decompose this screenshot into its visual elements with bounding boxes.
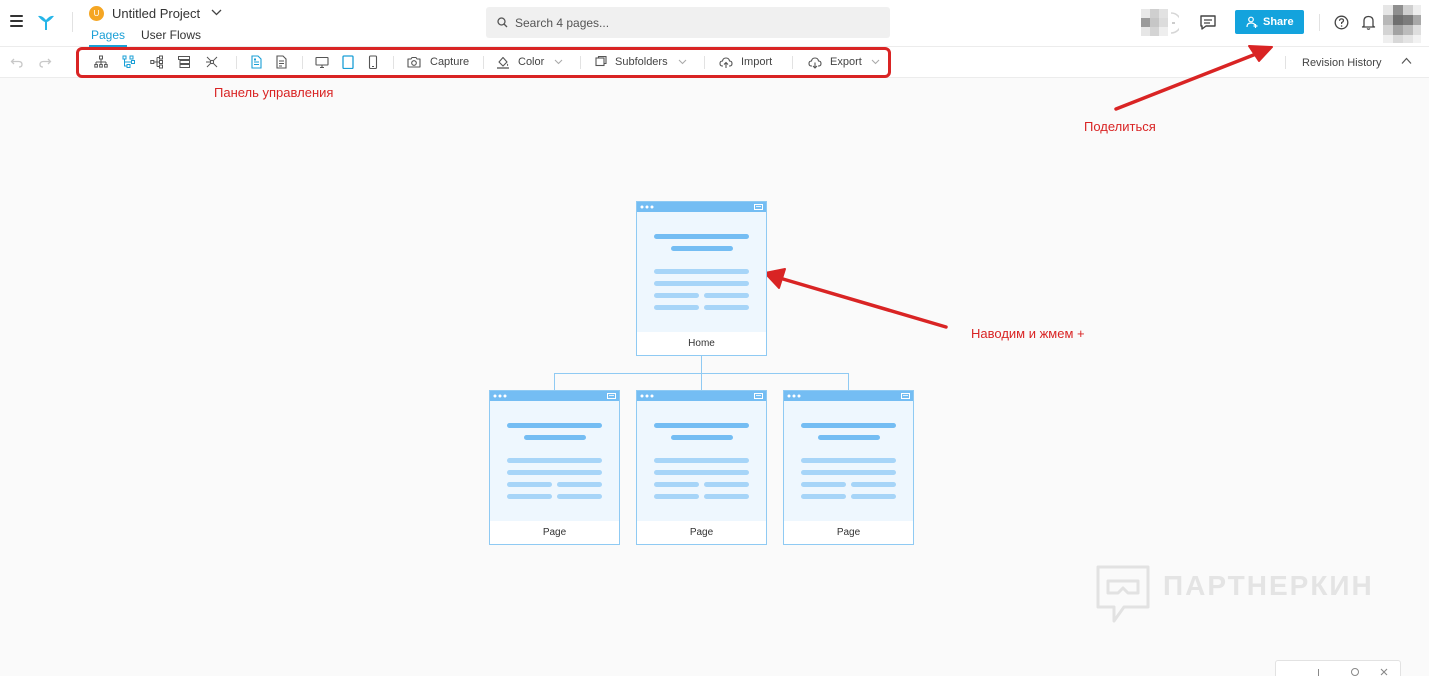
list-view-icon[interactable] [177, 55, 191, 69]
comment-icon[interactable] [754, 204, 763, 211]
search-icon [497, 17, 508, 28]
card-label[interactable]: Page [490, 521, 619, 544]
toolbar-divider [393, 56, 394, 69]
card-header [490, 391, 619, 401]
search-input[interactable] [515, 7, 885, 38]
mobile-view-icon[interactable] [366, 55, 380, 69]
card-label[interactable]: Home [637, 332, 766, 355]
cloud-upload-icon[interactable] [719, 55, 733, 69]
active-tab-indicator [89, 45, 127, 47]
card-thumbnail [637, 401, 766, 522]
undo-icon[interactable] [10, 55, 24, 69]
user-avatar[interactable] [1383, 5, 1421, 43]
comment-icon[interactable] [901, 393, 910, 400]
folders-icon[interactable] [594, 55, 608, 69]
collapse-chevron-up-icon[interactable] [1401, 57, 1412, 65]
revision-history-button[interactable]: Revision History [1302, 57, 1382, 69]
sitemap-card-page[interactable]: Page [783, 390, 914, 545]
menu-icon[interactable] [10, 15, 23, 27]
radial-map-icon[interactable] [205, 55, 219, 69]
zoom-in-icon[interactable] [1318, 669, 1319, 676]
redo-icon[interactable] [38, 55, 52, 69]
watermark-text: ПАРТНЕРКИН [1163, 570, 1374, 601]
project-title[interactable]: Untitled Project [112, 6, 201, 21]
sitemap-connector [848, 373, 849, 390]
tab-pages[interactable]: Pages [91, 28, 126, 42]
tablet-view-icon[interactable] [341, 55, 355, 69]
arrow-to-home-card [764, 268, 948, 329]
help-icon[interactable] [1334, 15, 1349, 30]
card-label[interactable]: Page [784, 521, 913, 544]
watermark-logo-icon [1096, 565, 1150, 623]
share-button[interactable]: Share [1235, 10, 1304, 34]
capture-button[interactable]: Capture [430, 56, 470, 68]
subfolders-dropdown[interactable]: Subfolders [615, 56, 668, 68]
desktop-view-icon[interactable] [315, 55, 329, 69]
window-dots-icon [640, 205, 654, 209]
card-thumbnail [637, 212, 766, 333]
annotation-toolbar-note: Панель управления [214, 85, 334, 100]
header-divider [1319, 14, 1320, 31]
project-avatar: U [89, 6, 104, 21]
add-user-icon [1246, 16, 1258, 28]
card-header [637, 202, 766, 212]
collaborator-avatar[interactable] [1141, 9, 1179, 36]
sitemap-connector [701, 373, 702, 390]
toolbar-divider [580, 56, 581, 69]
toolbar-divider [1285, 56, 1286, 69]
cloud-download-icon[interactable] [808, 55, 822, 69]
comments-icon[interactable] [1199, 13, 1217, 31]
window-dots-icon [493, 394, 507, 398]
sitemap-card-home[interactable]: Home [636, 201, 767, 356]
share-button-label: Share [1263, 16, 1294, 28]
chevron-down-icon[interactable] [211, 7, 222, 18]
card-thumbnail [784, 401, 913, 522]
card-header [784, 391, 913, 401]
sitemap-connector [701, 356, 702, 374]
horizontal-tree-icon[interactable] [150, 55, 164, 69]
export-dropdown[interactable]: Export [830, 56, 862, 68]
card-thumbnail [490, 401, 619, 522]
tab-user-flows[interactable]: User Flows [141, 28, 202, 42]
sitemap-connector [554, 373, 555, 390]
close-icon[interactable] [1380, 668, 1388, 676]
notifications-bell-icon[interactable] [1361, 14, 1376, 30]
window-dots-icon [640, 394, 654, 398]
org-chart-icon[interactable] [122, 55, 136, 69]
card-label[interactable]: Page [637, 521, 766, 544]
annotation-share-note: Поделиться [1084, 119, 1156, 134]
fit-to-screen-icon[interactable] [1350, 667, 1360, 676]
chevron-down-icon[interactable] [871, 58, 880, 65]
card-header [637, 391, 766, 401]
toolbar-divider [302, 56, 303, 69]
page-blue-icon[interactable] [249, 55, 263, 69]
annotation-hover-note: Наводим и жмем + [971, 326, 1085, 341]
chevron-down-icon[interactable] [554, 58, 563, 65]
app-logo-icon[interactable] [36, 12, 56, 32]
chevron-down-icon[interactable] [678, 58, 687, 65]
sitemap-card-page[interactable]: Page [489, 390, 620, 545]
zoom-controls[interactable] [1275, 660, 1401, 676]
comment-icon[interactable] [754, 393, 763, 400]
toolbar-divider [704, 56, 705, 69]
comment-icon[interactable] [607, 393, 616, 400]
toolbar-divider [483, 56, 484, 69]
search-box[interactable] [486, 7, 890, 38]
top-header: U Untitled Project Pages User Flows [0, 0, 1429, 47]
toolbar: Capture Color Subfolders Import Export [0, 47, 1429, 78]
toolbar-divider [236, 56, 237, 69]
sitemap-card-page[interactable]: Page [636, 390, 767, 545]
header-divider [72, 12, 73, 32]
window-dots-icon [787, 394, 801, 398]
import-button[interactable]: Import [741, 56, 773, 68]
page-outline-icon[interactable] [274, 55, 288, 69]
toolbar-divider [792, 56, 793, 69]
sitemap-tree-icon[interactable] [94, 55, 108, 69]
paint-bucket-icon[interactable] [496, 55, 510, 69]
color-dropdown[interactable]: Color [518, 56, 545, 68]
camera-icon[interactable] [407, 55, 421, 69]
